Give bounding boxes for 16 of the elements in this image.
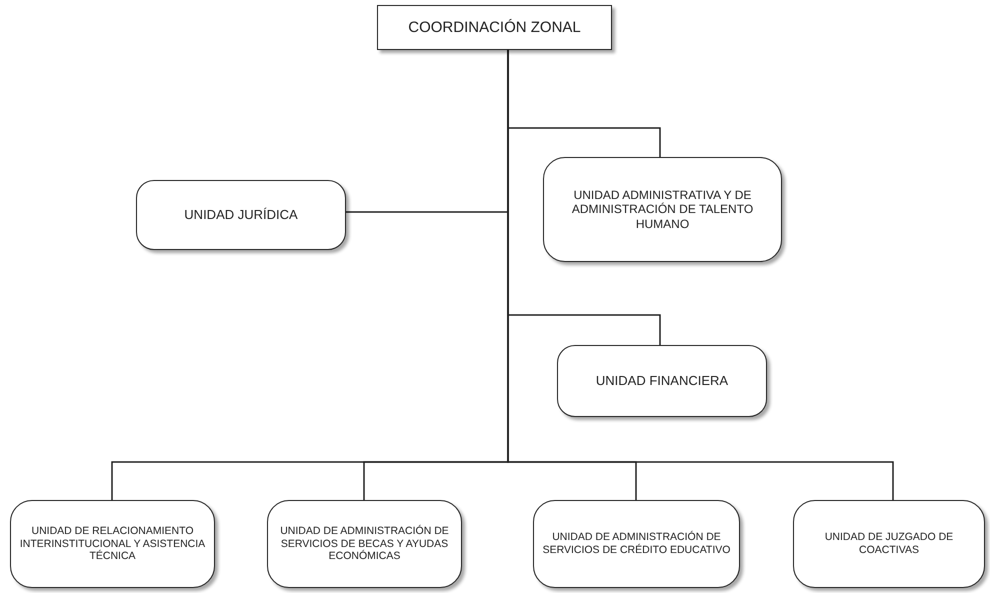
unit-name: UNIDAD DE JUZGADO DE COACTIVAS [824,531,954,557]
unit-name: UNIDAD FINANCIERA [596,373,728,389]
unit-name: COORDINACIÓN ZONAL [408,18,581,36]
unit-name: UNIDAD DE ADMINISTRACIÓN DE SERVICIOS DE CRÉDITO EDUCATIVO [542,531,731,557]
unit-box [543,157,782,262]
unit-box [10,500,215,588]
unit-name: UNIDAD JURÍDICA [184,207,298,223]
unit-name: UNIDAD ADMINISTRATIVA Y DE ADMINISTRACIÓN DE TALENTO HUMANO [570,188,754,232]
unit-box [793,500,985,588]
unit-name: UNIDAD DE ADMINISTRACIÓN DE SERVICIOS DE BECAS Y AYUDAS ECONÓMICAS [279,525,450,563]
unit-name: UNIDAD DE RELACIONAMIENTO INTERINSTITUCIONAL Y ASISTENCIA TÉCNICA [19,525,206,563]
head-box [377,5,612,50]
unit-box [533,500,740,588]
unit-box [136,180,346,250]
unit-box [267,500,462,588]
unit-box [557,345,767,417]
